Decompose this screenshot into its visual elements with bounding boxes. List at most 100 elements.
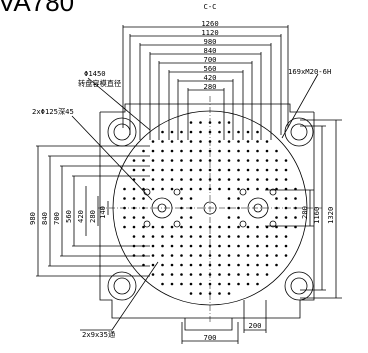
threaded-hole bbox=[142, 235, 145, 238]
threaded-hole bbox=[265, 273, 269, 276]
threaded-hole bbox=[180, 178, 183, 181]
threaded-hole bbox=[199, 187, 202, 191]
threaded-hole bbox=[218, 244, 221, 248]
threaded-hole bbox=[256, 187, 259, 191]
threaded-hole bbox=[161, 130, 164, 134]
threaded-hole bbox=[227, 244, 231, 248]
threaded-hole bbox=[275, 168, 278, 172]
dim-right-1320: 1320 bbox=[326, 206, 335, 224]
threaded-hole bbox=[237, 216, 240, 219]
threaded-hole bbox=[284, 168, 288, 172]
threaded-hole bbox=[237, 235, 240, 238]
threaded-hole bbox=[170, 244, 174, 248]
threaded-hole bbox=[265, 149, 269, 153]
threaded-hole bbox=[227, 225, 231, 229]
threaded-hole bbox=[189, 149, 193, 153]
threaded-hole bbox=[170, 254, 174, 257]
threaded-hole bbox=[189, 263, 193, 267]
threaded-hole bbox=[189, 178, 193, 181]
threaded-hole bbox=[218, 159, 221, 162]
threaded-hole bbox=[199, 168, 202, 172]
threaded-hole bbox=[237, 197, 240, 200]
threaded-hole bbox=[227, 121, 231, 124]
threaded-hole bbox=[237, 273, 240, 276]
threaded-hole bbox=[237, 187, 240, 191]
threaded-hole bbox=[208, 244, 212, 248]
threaded-hole bbox=[161, 178, 164, 181]
threaded-hole bbox=[189, 273, 193, 276]
threaded-hole bbox=[180, 149, 183, 153]
threaded-hole bbox=[189, 254, 193, 257]
threaded-hole bbox=[227, 254, 231, 257]
threaded-hole bbox=[284, 244, 288, 248]
threaded-hole bbox=[246, 140, 250, 143]
threaded-hole bbox=[218, 254, 221, 257]
threaded-hole bbox=[161, 187, 164, 191]
dim-top-980: 980 bbox=[203, 37, 217, 46]
threaded-hole bbox=[227, 159, 231, 162]
threaded-hole bbox=[180, 187, 183, 191]
threaded-hole bbox=[237, 178, 240, 181]
threaded-hole bbox=[170, 282, 174, 286]
threaded-hole bbox=[246, 168, 250, 172]
threaded-hole bbox=[142, 187, 145, 191]
dim-left-980: 980 bbox=[28, 212, 37, 225]
threaded-hole bbox=[170, 149, 174, 153]
threaded-hole bbox=[246, 187, 250, 191]
threaded-hole bbox=[275, 187, 278, 191]
threaded-hole bbox=[132, 206, 136, 210]
threaded-hole bbox=[151, 235, 155, 238]
dim-top-560: 560 bbox=[203, 64, 217, 73]
threaded-hole bbox=[208, 235, 212, 238]
threaded-hole bbox=[132, 159, 136, 162]
threaded-hole bbox=[142, 168, 145, 172]
threaded-hole bbox=[208, 292, 212, 295]
threaded-hole bbox=[161, 149, 164, 153]
threaded-hole bbox=[265, 235, 269, 238]
threaded-hole bbox=[199, 178, 202, 181]
threaded-hole bbox=[180, 273, 183, 276]
threaded-hole bbox=[275, 159, 278, 162]
threaded-hole bbox=[227, 292, 231, 295]
threaded-hole bbox=[256, 282, 259, 286]
threaded-hole bbox=[208, 282, 212, 286]
threaded-hole bbox=[208, 168, 212, 172]
threaded-hole bbox=[256, 244, 259, 248]
threaded-hole bbox=[246, 149, 250, 153]
threaded-hole bbox=[218, 140, 221, 143]
top-dimension-lines bbox=[122, 25, 289, 140]
threaded-hole bbox=[294, 225, 297, 229]
dim-left-560: 560 bbox=[64, 210, 73, 223]
threaded-hole bbox=[227, 206, 231, 210]
threaded-hole bbox=[180, 130, 183, 134]
threaded-hole bbox=[208, 159, 212, 162]
threaded-hole bbox=[142, 254, 145, 257]
threaded-hole bbox=[275, 254, 278, 257]
threaded-hole bbox=[284, 206, 288, 210]
threaded-hole bbox=[284, 197, 288, 200]
threaded-hole bbox=[189, 187, 193, 191]
threaded-hole bbox=[170, 178, 174, 181]
threaded-hole bbox=[237, 282, 240, 286]
threaded-hole bbox=[265, 140, 269, 143]
threaded-hole bbox=[189, 292, 193, 295]
threaded-hole bbox=[132, 254, 136, 257]
section-label: C-C bbox=[203, 2, 217, 11]
dim-right-200: 200 bbox=[300, 206, 309, 219]
threaded-hole bbox=[142, 263, 145, 267]
threaded-hole bbox=[199, 130, 202, 134]
threaded-hole bbox=[237, 168, 240, 172]
threaded-hole bbox=[142, 225, 145, 229]
threaded-hole bbox=[265, 254, 269, 257]
threaded-hole bbox=[180, 225, 183, 229]
threaded-hole bbox=[161, 282, 164, 286]
threaded-hole bbox=[237, 206, 240, 210]
center-lines bbox=[98, 96, 322, 322]
threaded-hole bbox=[151, 187, 155, 191]
threaded-hole bbox=[284, 178, 288, 181]
threaded-hole bbox=[246, 235, 250, 238]
threaded-hole bbox=[218, 178, 221, 181]
dim-top-700: 700 bbox=[203, 55, 217, 64]
threaded-hole bbox=[284, 216, 288, 219]
threaded-hole bbox=[237, 149, 240, 153]
